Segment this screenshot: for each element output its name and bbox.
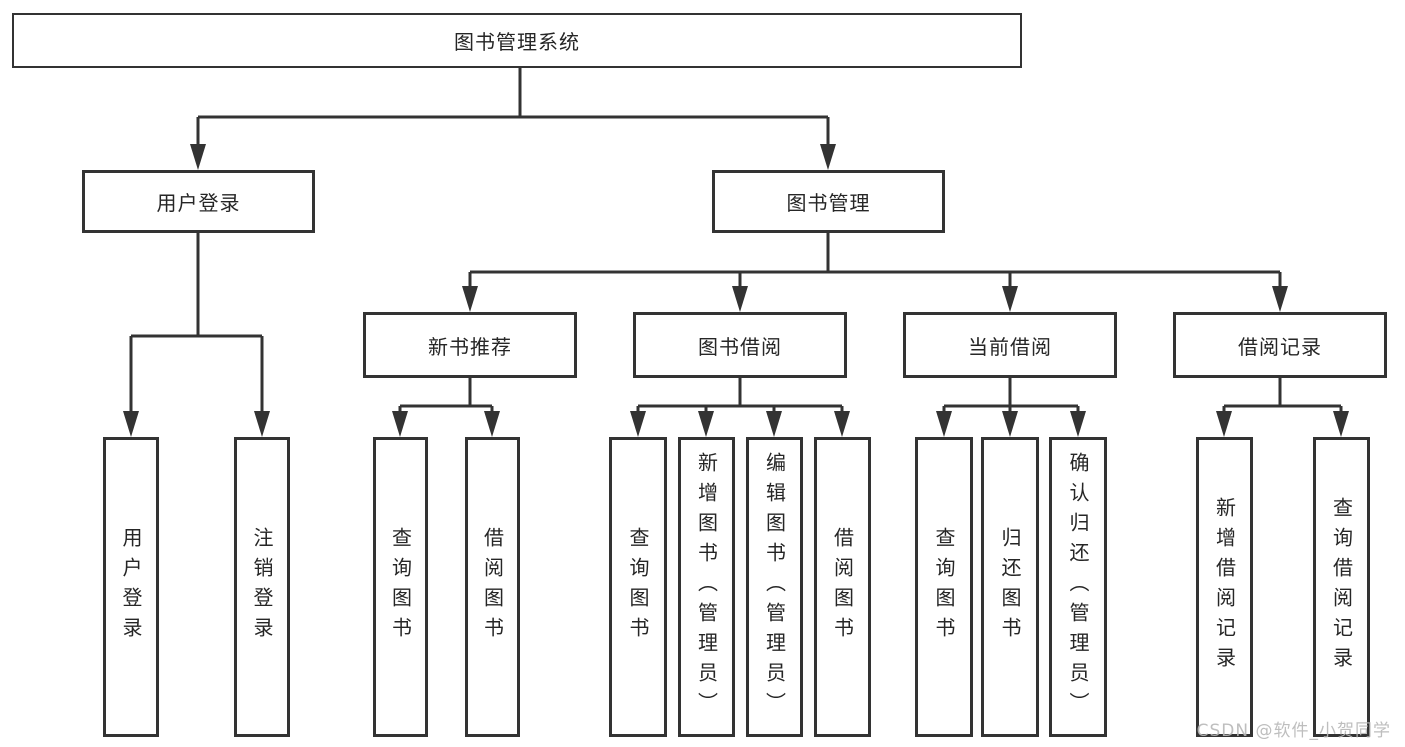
node-book-borrow: 图书借阅 (633, 312, 847, 378)
node-label: 借阅记录 (1238, 334, 1322, 359)
leaf-borrow-borrow-books: 借阅图书 (814, 437, 871, 737)
leaf-recommend-query-books: 查询图书 (373, 437, 428, 737)
watermark: CSDN @软件_小贺同学 (1196, 721, 1391, 741)
node-label: 图书借阅 (698, 334, 782, 359)
leaf-borrow-query-books: 查询图书 (609, 437, 667, 737)
leaf-borrow-add-books-admin: 新增图书（管理员） (678, 437, 735, 737)
leaf-records-query-record: 查询借阅记录 (1313, 437, 1370, 737)
node-label: 当前借阅 (968, 334, 1052, 359)
node-label: 查询借阅记录 (1329, 497, 1354, 677)
node-label: 用户登录 (119, 527, 143, 647)
leaf-borrow-edit-books-admin: 编辑图书（管理员） (746, 437, 803, 737)
node-label: 借阅图书 (830, 527, 855, 647)
node-label: 图书管理系统 (454, 30, 580, 54)
leaf-records-add-record: 新增借阅记录 (1196, 437, 1253, 737)
node-current-borrow: 当前借阅 (903, 312, 1117, 378)
node-label: 查询图书 (932, 527, 956, 647)
node-borrow-records: 借阅记录 (1173, 312, 1387, 378)
leaf-current-query-books: 查询图书 (915, 437, 973, 737)
node-label: 图书管理 (786, 191, 871, 215)
leaf-current-confirm-return-admin: 确认归还（管理员） (1049, 437, 1107, 737)
leaf-user-login: 用户登录 (103, 437, 159, 737)
leaf-recommend-borrow-books: 借阅图书 (465, 437, 520, 737)
node-label: 注销登录 (250, 527, 274, 647)
leaf-current-return-books: 归还图书 (981, 437, 1039, 737)
node-book-management: 图书管理 (712, 170, 945, 233)
node-label: 用户登录 (156, 191, 241, 215)
node-label: 新增图书（管理员） (694, 452, 719, 722)
node-user-login: 用户登录 (82, 170, 315, 233)
leaf-logout: 注销登录 (234, 437, 290, 737)
node-library-system: 图书管理系统 (12, 13, 1022, 68)
node-label: 借阅图书 (480, 527, 505, 647)
node-label: 新增借阅记录 (1212, 497, 1237, 677)
node-label: 确认归还（管理员） (1066, 452, 1090, 722)
node-new-book-recommend: 新书推荐 (363, 312, 577, 378)
node-label: 查询图书 (626, 527, 650, 647)
node-label: 编辑图书（管理员） (762, 452, 787, 722)
node-label: 查询图书 (388, 527, 413, 647)
node-label: 新书推荐 (428, 334, 512, 359)
node-label: 归还图书 (998, 527, 1022, 647)
